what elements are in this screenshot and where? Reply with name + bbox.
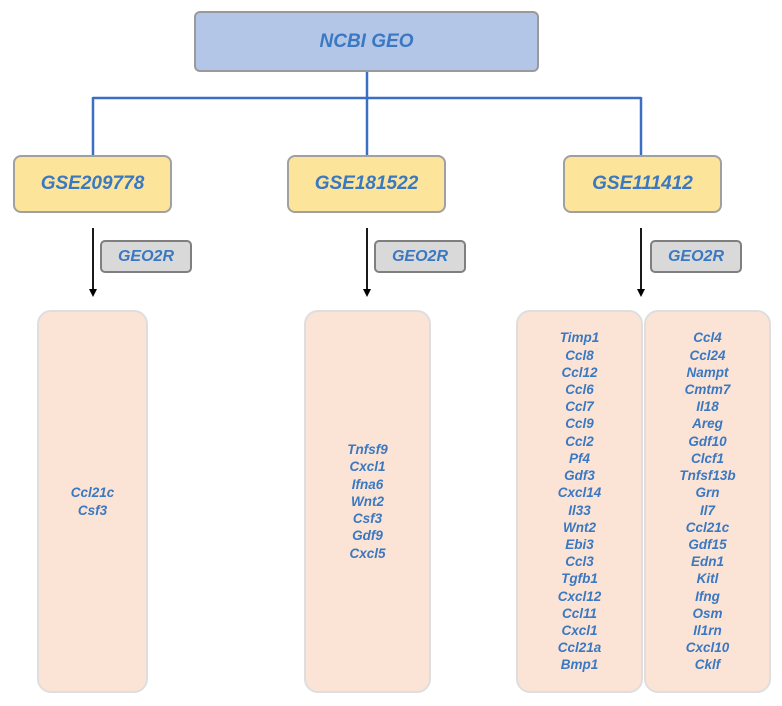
gene-item: Ccl2 — [565, 433, 594, 449]
gene-item: Csf3 — [77, 502, 108, 518]
gene-item: Cmtm7 — [684, 382, 731, 398]
gene-item: Ccl7 — [565, 399, 594, 415]
dataset-node-2: GSE181522 — [287, 155, 446, 213]
gene-item: Ccl6 — [565, 382, 594, 398]
gene-item: Gdf3 — [564, 468, 595, 484]
gene-item: Bmp1 — [560, 657, 599, 673]
tool-node-3: GEO2R — [650, 240, 742, 273]
gene-item: Pf4 — [568, 450, 590, 466]
gene-item: Ccl21c — [70, 485, 115, 501]
gene-item: Gdf15 — [688, 536, 727, 552]
gene-item: Wnt2 — [563, 519, 596, 535]
gene-item: Ccl11 — [561, 605, 598, 621]
gene-item: Ifna6 — [351, 476, 384, 492]
gene-item: Wnt2 — [351, 493, 384, 509]
dataset-label: GSE181522 — [314, 173, 419, 194]
tool-node-2: GEO2R — [374, 240, 466, 273]
gene-item: Timp1 — [559, 330, 600, 346]
tool-node-1: GEO2R — [100, 240, 192, 273]
gene-item: Cxcl10 — [685, 640, 730, 656]
gene-item: Tnfsf13b — [679, 468, 736, 484]
gene-item: Ccl21a — [557, 640, 602, 656]
gene-item: Osm — [692, 605, 723, 621]
gene-item: Il33 — [568, 502, 591, 518]
dataset-node-3: GSE111412 — [563, 155, 722, 213]
gene-item: Cxcl1 — [561, 622, 598, 638]
gene-item: Ccl12 — [561, 364, 598, 380]
gene-item: Cxcl1 — [349, 459, 386, 475]
gene-item: Ccl3 — [565, 554, 594, 570]
gene-item: Tgfb1 — [561, 571, 598, 587]
dataset-node-1: GSE209778 — [13, 155, 172, 213]
gene-item: Il18 — [696, 399, 719, 415]
gene-item: Gdf9 — [352, 528, 383, 544]
gene-item: Clcf1 — [690, 450, 724, 466]
root-node: NCBI GEO — [194, 11, 539, 72]
gene-item: Cxcl14 — [557, 485, 602, 501]
gene-item: Gdf10 — [688, 433, 727, 449]
tool-label: GEO2R — [667, 247, 724, 265]
gene-item: Tnfsf9 — [347, 442, 388, 458]
tool-label: GEO2R — [117, 247, 174, 265]
tool-label: GEO2R — [391, 247, 448, 265]
gene-item: Il1rn — [693, 622, 722, 638]
gene-item: Csf3 — [352, 511, 383, 527]
gene-item: Ccl8 — [565, 347, 594, 363]
gene-item: Ifng — [695, 588, 720, 604]
gene-item: Cxcl12 — [557, 588, 602, 604]
gene-item: Ccl21c — [685, 519, 730, 535]
dataset-label: GSE111412 — [592, 173, 693, 194]
gene-item: Ebi3 — [565, 536, 594, 552]
gene-item: Ccl9 — [565, 416, 594, 432]
gene-item: Il7 — [699, 502, 715, 518]
gene-item: Cklf — [694, 657, 721, 673]
gene-item: Areg — [692, 416, 723, 432]
gene-item: Kitl — [696, 571, 719, 587]
gene-item: Edn1 — [690, 554, 724, 570]
gene-item: Nampt — [686, 364, 729, 380]
gene-item: Ccl4 — [693, 330, 722, 346]
gene-item: Grn — [695, 485, 720, 501]
gene-item: Ccl24 — [689, 347, 726, 363]
dataset-label: GSE209778 — [40, 173, 145, 194]
root-label: NCBI GEO — [319, 30, 414, 52]
gene-item: Cxcl5 — [349, 545, 386, 561]
